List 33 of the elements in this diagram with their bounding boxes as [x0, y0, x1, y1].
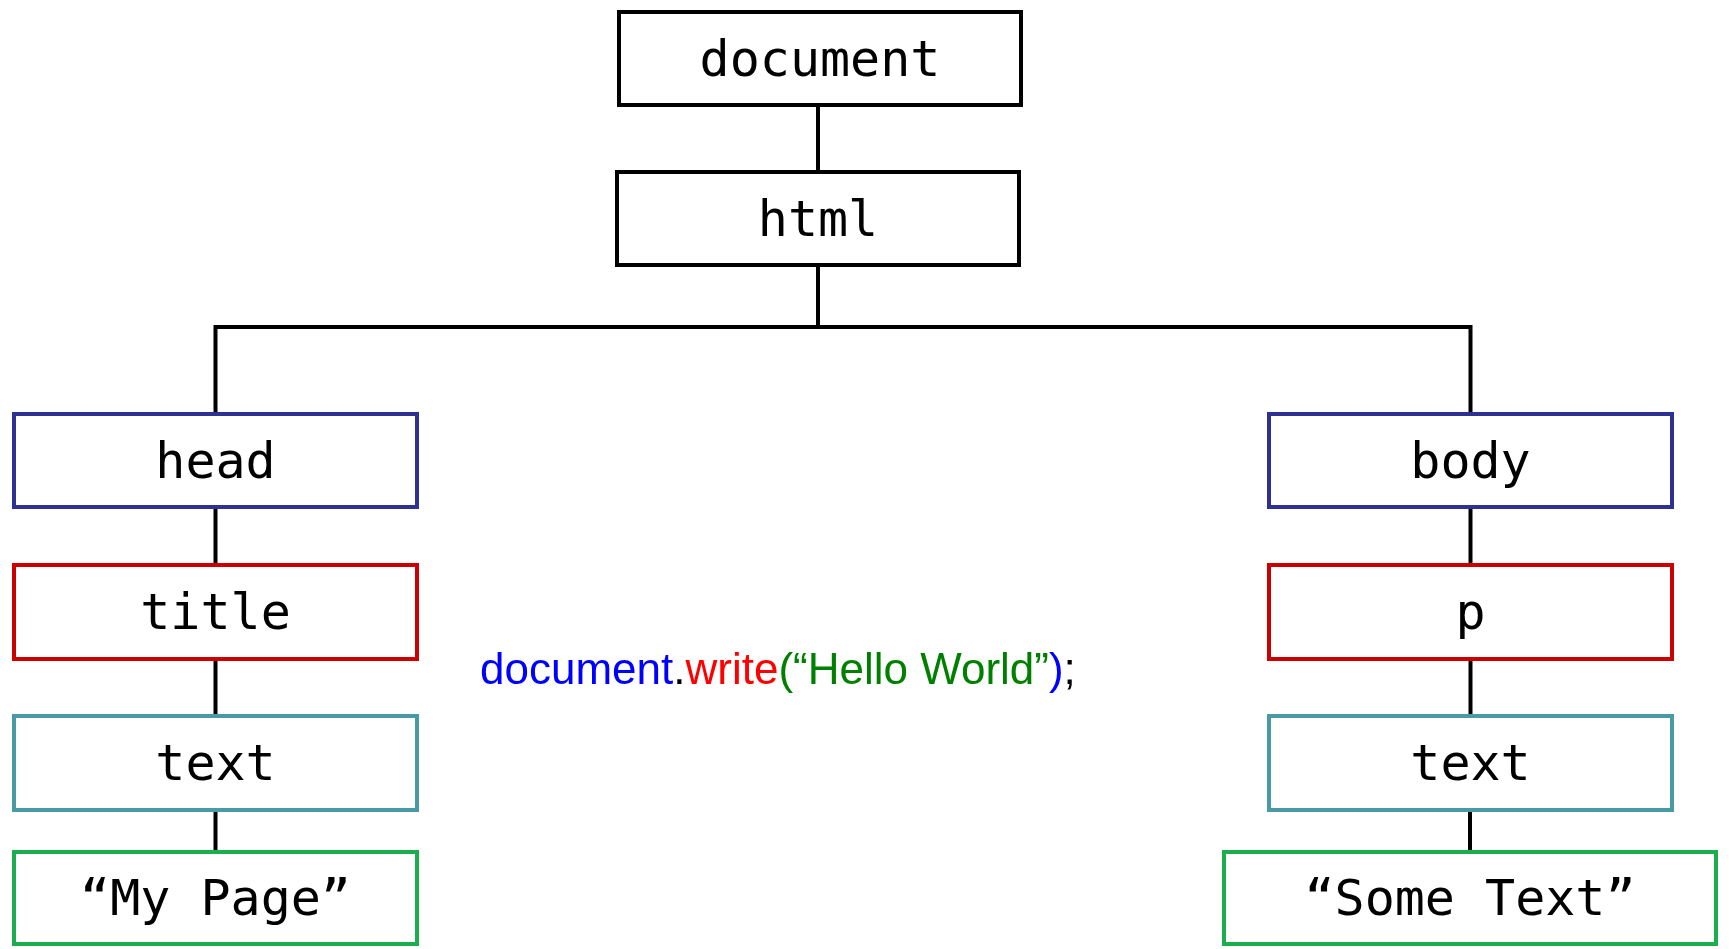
code-text: (“Hello World”	[778, 644, 1049, 693]
node-box	[1267, 412, 1674, 509]
code-text: .	[673, 644, 686, 693]
node-label: body	[1410, 431, 1531, 490]
connector-line	[1468, 509, 1473, 563]
connector-line	[213, 509, 218, 563]
connector-line	[816, 107, 820, 170]
node-label: document	[699, 29, 941, 88]
connector-line	[1468, 661, 1473, 714]
node-label: head	[155, 431, 276, 490]
node-box	[617, 10, 1023, 107]
node-box	[1222, 850, 1718, 946]
node-label: html	[757, 189, 879, 248]
connector-line	[1468, 812, 1472, 850]
connector-line	[213, 661, 218, 714]
node-box	[12, 850, 419, 946]
node-label: “Some Text”	[1304, 869, 1636, 927]
node-box	[12, 412, 419, 509]
code-text: ;	[1063, 644, 1076, 693]
node-label: text	[1410, 734, 1531, 792]
node-box	[12, 714, 419, 812]
node-box	[12, 563, 419, 661]
node-label: “My Page”	[80, 869, 351, 927]
node-box	[1267, 714, 1674, 812]
code-text: document	[480, 644, 674, 693]
node-label: text	[155, 734, 276, 792]
code-text: write	[685, 644, 779, 693]
node-label: p	[1455, 583, 1486, 641]
node-box	[615, 170, 1021, 267]
node-label: title	[140, 583, 291, 641]
node-box	[1267, 563, 1674, 661]
code-text: )	[1048, 644, 1064, 693]
connector-line	[213, 812, 218, 850]
